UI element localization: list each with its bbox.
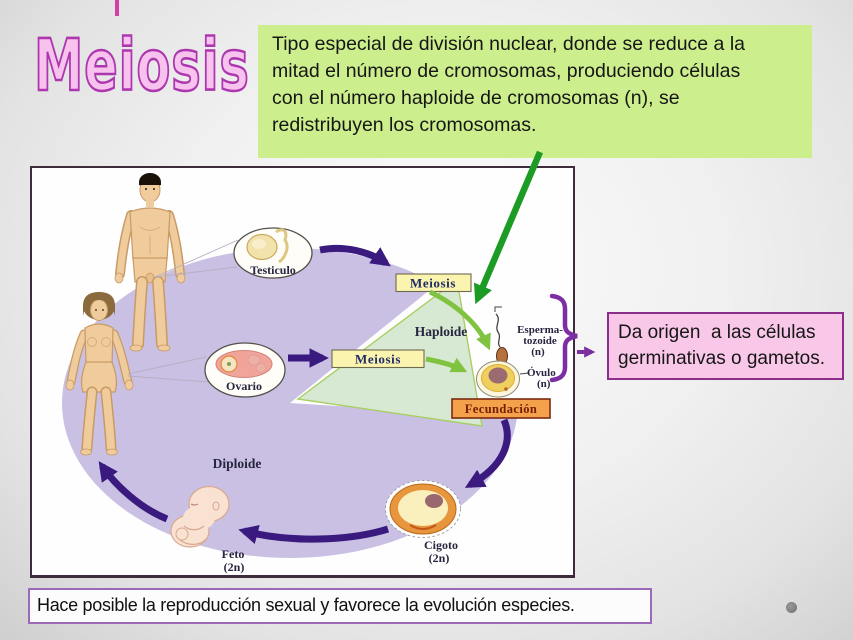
lifecycle-diagram: Testiculo Ovario	[62, 173, 563, 574]
meiosis-bottom-label: Meiosis	[355, 352, 401, 367]
arrow-fetus-to-adult	[98, 461, 169, 523]
sperm-drawing	[494, 306, 508, 365]
arrow-zygote-to-fetus	[238, 524, 390, 544]
arrow-meiosis-to-egg	[425, 356, 468, 373]
egg-label: Óvulo	[527, 367, 556, 379]
fetus-ploidy-label: (2n)	[224, 560, 245, 574]
man-figure	[114, 173, 186, 352]
arrow-meiosis-to-sperm	[428, 289, 491, 351]
gametes-note-box: Da origen a las células germinativas o g…	[607, 312, 844, 380]
sperm-ploidy-label: (n)	[531, 346, 545, 358]
fetus-label: Feto	[222, 547, 245, 561]
sperm-label-line2: tozoide	[523, 335, 557, 347]
woman-figure	[65, 292, 134, 456]
meiosis-box-top: Meiosis	[395, 273, 472, 293]
callout-lines	[127, 239, 239, 383]
egg-ploidy-label: (n)	[537, 378, 551, 390]
zygote-label: Cigoto	[424, 538, 458, 552]
zygote-drawing	[385, 480, 461, 538]
slide-deco-dot	[786, 602, 797, 613]
testis-label: Testiculo	[250, 263, 296, 277]
arrow-fecundation-to-zygote	[464, 418, 511, 489]
meiosis-box-bottom: Meiosis	[331, 349, 425, 369]
ovary-callout: Ovario	[204, 342, 286, 398]
accent-tick	[115, 0, 119, 16]
fecundation-label: Fecundación	[465, 402, 537, 416]
cycle-arrows	[98, 244, 511, 544]
arrow-testis-to-meiosis	[319, 244, 391, 267]
meiosis-product-arrows	[425, 289, 491, 373]
meiosis-top-label: Meiosis	[410, 276, 456, 291]
definition-box: Tipo especial de división nuclear, donde…	[258, 25, 812, 158]
conclusion-box: Hace posible la reproducción sexual y fa…	[28, 588, 652, 624]
fecundation-box: Fecundación	[451, 398, 551, 419]
haploid-label: Haploide	[415, 324, 468, 339]
diploid-label: Diploide	[213, 456, 262, 471]
slide-title: Meiosis	[33, 23, 250, 108]
lifecycle-diagram-panel: Testiculo Ovario	[30, 166, 575, 578]
zygote-ploidy-label: (2n)	[429, 551, 450, 565]
fetus-drawing	[170, 485, 230, 548]
egg-drawing	[476, 360, 530, 398]
ovary-label: Ovario	[226, 379, 262, 393]
testis-callout: Testiculo	[233, 227, 313, 279]
